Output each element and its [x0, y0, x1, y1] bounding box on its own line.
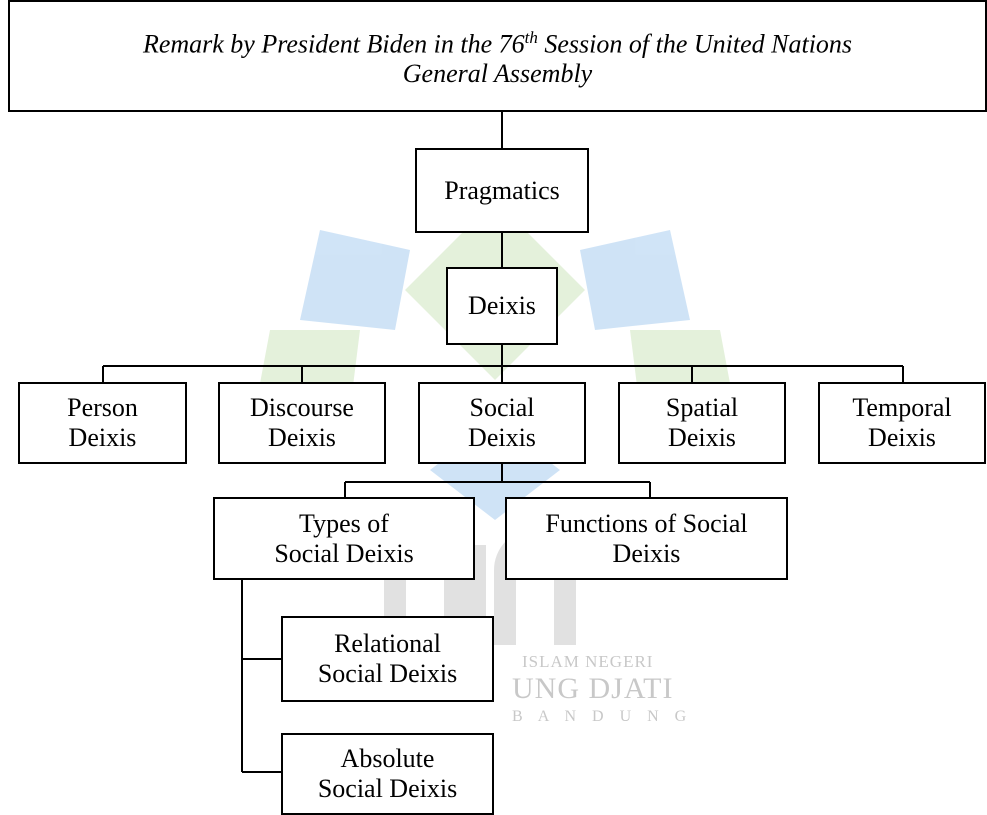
- node-functions-line-1: Functions of Social: [545, 508, 748, 538]
- node-person-line-2: Deixis: [68, 423, 137, 452]
- node-spatial-deixis: Spatial Deixis: [618, 382, 786, 464]
- node-pragmatics: Pragmatics: [415, 148, 589, 233]
- node-relational-social-deixis: Relational Social Deixis: [281, 616, 494, 702]
- node-discourse-deixis: Discourse Deixis: [218, 382, 386, 464]
- node-discourse-line-1: Discourse: [250, 393, 354, 422]
- node-deixis-label: Deixis: [468, 291, 536, 320]
- node-pragmatics-label: Pragmatics: [444, 175, 560, 205]
- watermark-leaf-blue-right: [580, 230, 690, 330]
- node-functions-of-social-deixis: Functions of Social Deixis: [505, 497, 788, 580]
- node-types-line-1: Types of: [299, 508, 389, 538]
- node-discourse-line-2: Deixis: [268, 423, 336, 452]
- node-temporal-deixis: Temporal Deixis: [818, 382, 986, 464]
- title-text-end: Session of the United Nations: [537, 29, 853, 59]
- node-person-deixis: Person Deixis: [18, 382, 187, 464]
- node-absolute-line-2: Social Deixis: [317, 774, 458, 803]
- title-line-2: General Assembly: [402, 59, 593, 89]
- node-absolute-line-1: Absolute: [340, 744, 435, 773]
- watermark-leaf-blue-left: [300, 230, 410, 330]
- node-spatial-line-1: Spatial: [665, 393, 739, 422]
- node-deixis: Deixis: [446, 267, 558, 345]
- node-functions-line-2: Deixis: [612, 538, 681, 568]
- node-relational-line-2: Social Deixis: [317, 659, 458, 688]
- node-social-deixis: Social Deixis: [418, 382, 586, 464]
- node-spatial-line-2: Deixis: [668, 423, 736, 452]
- node-person-line-1: Person: [67, 393, 138, 422]
- title-box: Remark by President Biden in the 76th Se…: [8, 0, 987, 112]
- watermark-text-2: UNG DJATI: [512, 672, 674, 705]
- node-absolute-social-deixis: Absolute Social Deixis: [281, 733, 494, 815]
- watermark-text-3: B A N D U N G: [512, 708, 693, 725]
- title-text-start: Remark by President Biden in the 76: [142, 29, 525, 59]
- node-temporal-line-1: Temporal: [852, 393, 952, 422]
- watermark-text-1: ISLAM NEGERI: [522, 652, 654, 671]
- node-temporal-line-2: Deixis: [868, 423, 936, 452]
- node-types-line-2: Social Deixis: [274, 538, 414, 568]
- node-types-of-social-deixis: Types of Social Deixis: [213, 497, 475, 580]
- title-line-1: Remark by President Biden in the 76th Se…: [143, 23, 852, 60]
- title-superscript: th: [524, 27, 538, 47]
- node-relational-line-1: Relational: [334, 629, 441, 658]
- node-social-line-1: Social: [469, 393, 535, 422]
- node-social-line-2: Deixis: [468, 423, 536, 452]
